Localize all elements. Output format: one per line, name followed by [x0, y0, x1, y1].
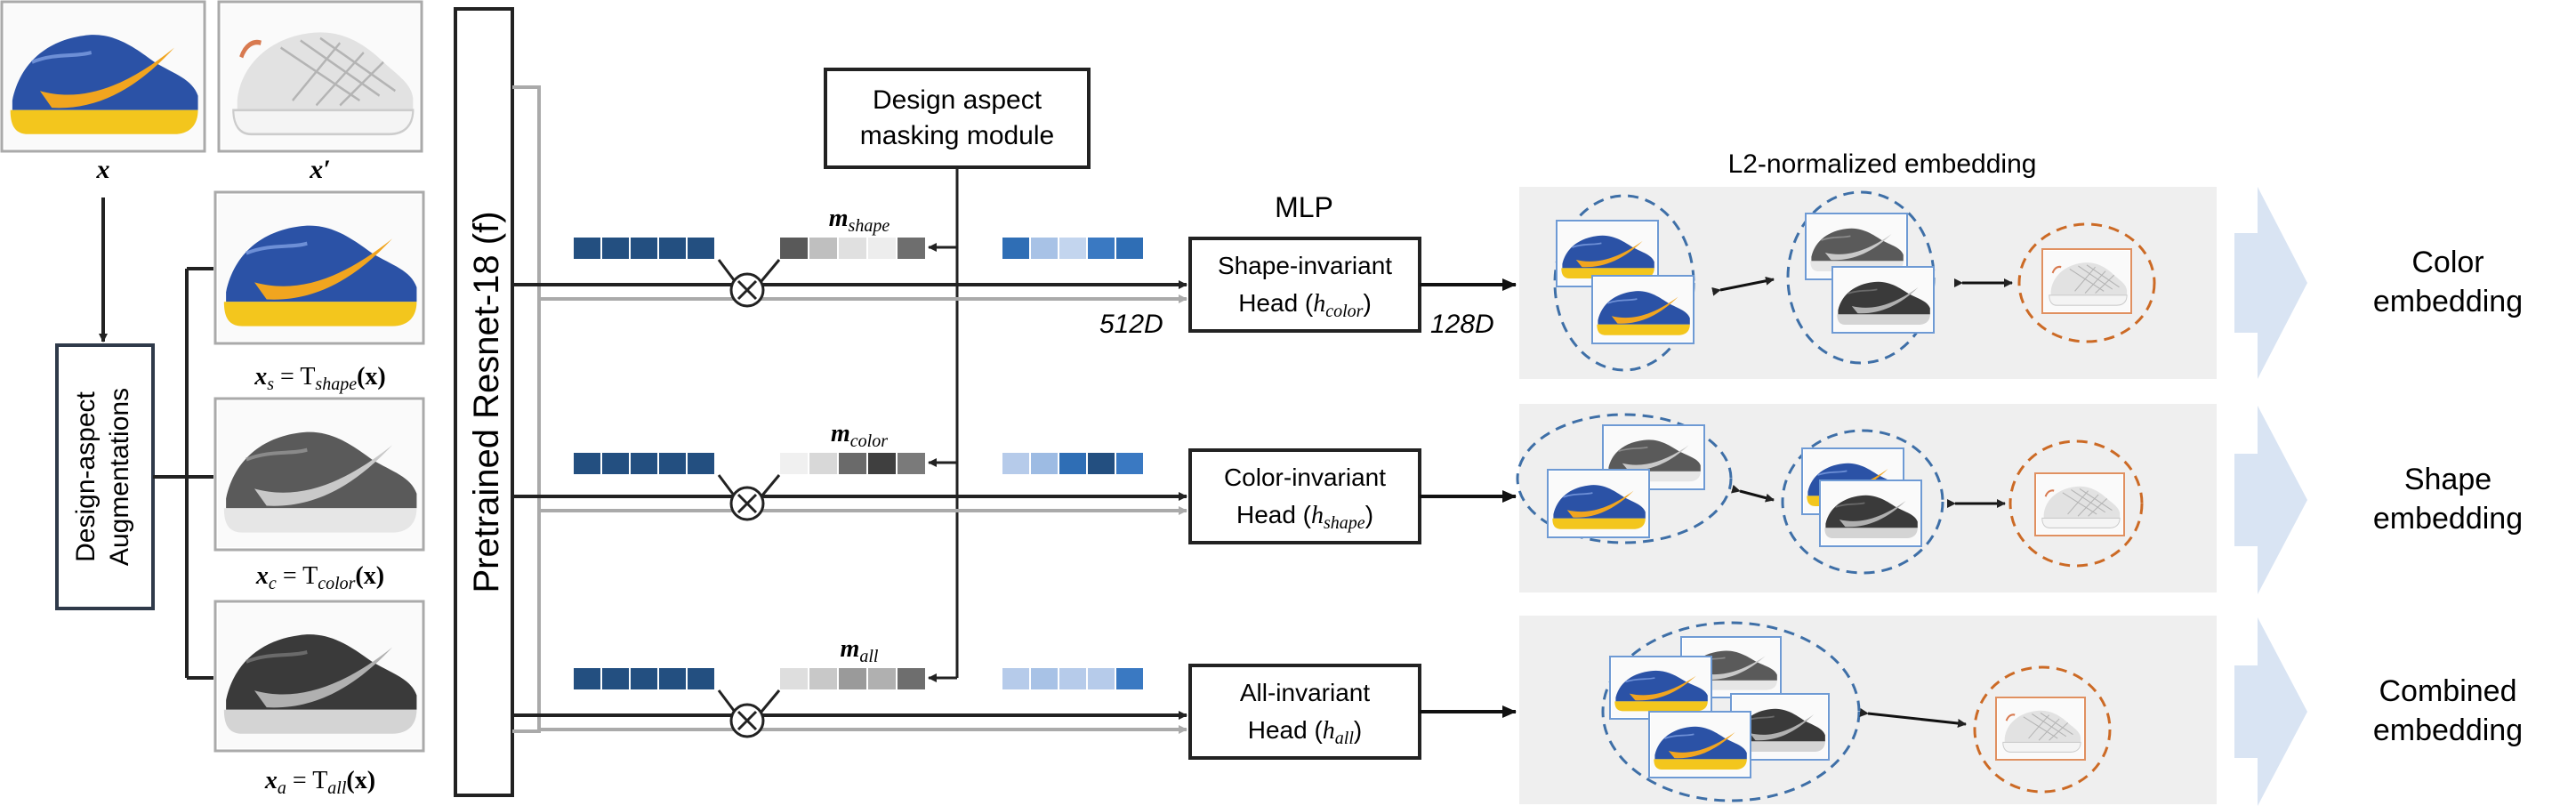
augmentation-bracket: [153, 267, 213, 680]
augmented-image-shape: [213, 190, 425, 345]
cluster-image: [1801, 447, 1922, 547]
head-color-line2: Head (hshape): [1236, 501, 1373, 533]
output-color-line1: Color: [2411, 246, 2483, 279]
mask-vector-color: [778, 451, 927, 476]
feature-vector-row1: [572, 236, 716, 261]
feat-to-mult-row1: [717, 259, 737, 282]
output-shape-line1: Shape: [2404, 463, 2491, 496]
label-x-prime: x′: [309, 155, 330, 184]
output-combined-line1: Combined: [2379, 674, 2517, 708]
label-x-all: xa = Tall(x): [264, 767, 375, 798]
head-all-line2: Head (hall): [1248, 716, 1363, 748]
mask-to-mult-row2: [760, 474, 781, 497]
output-combined-line2: embedding: [2373, 713, 2523, 747]
mask-to-mult-row3: [760, 689, 781, 713]
augmentation-line1: Design-aspect: [71, 391, 101, 561]
feature-vector-row2: [572, 451, 716, 476]
label-x: x: [96, 155, 110, 184]
multiply-op-row1: [729, 272, 765, 308]
masked-output-row1: [1001, 236, 1145, 261]
output-color-line2: embedding: [2373, 285, 2523, 318]
input-image-x-prime: [217, 0, 423, 153]
dim-label-512: 512D: [1099, 310, 1163, 339]
embedding-panel-color: [1519, 187, 2217, 379]
gray-bypass-line: [512, 85, 541, 733]
mask-to-mult-row1: [760, 259, 781, 282]
multiply-op-row3: [729, 703, 765, 738]
output-shape-line2: embedding: [2373, 502, 2523, 536]
label-x-shape: xs = Tshape(x): [254, 363, 386, 394]
cluster-image: [1547, 424, 1705, 538]
mask-vector-shape: [778, 236, 927, 261]
multiply-op-row2: [729, 486, 765, 521]
backbone-label: Pretrained Resnet-18 (f): [467, 211, 506, 592]
big-arrow-shape: [2234, 406, 2307, 594]
big-arrow-combined: [2234, 617, 2307, 806]
label-x-color: xc = Tcolor(x): [255, 562, 384, 593]
head-color-invariant: Color-invariant Head (hshape): [1188, 448, 1421, 544]
mask-label-color: mcolor: [831, 420, 888, 451]
masking-module-line1: Design aspect: [873, 85, 1042, 115]
feat-to-mult-row2: [717, 474, 737, 497]
embedding-panel-combined: [1519, 616, 2217, 804]
head-all-invariant: All-invariant Head (hall): [1188, 664, 1421, 760]
embedding-title: L2-normalized embedding: [1728, 149, 2037, 179]
head-all-line1: All-invariant: [1240, 679, 1370, 706]
masking-module-line2: masking module: [860, 121, 1054, 150]
masked-output-row3: [1001, 666, 1145, 691]
head-shape-invariant: Shape-invariant Head (hcolor): [1188, 237, 1421, 333]
augmented-image-color: [213, 397, 425, 552]
mlp-label: MLP: [1275, 191, 1333, 223]
cluster-image: [2034, 472, 2125, 536]
masking-module-box: Design aspect masking module: [824, 68, 1091, 169]
feat-to-mult-row3: [717, 689, 737, 713]
head-shape-line1: Shape-invariant: [1218, 252, 1392, 279]
embedding-panel-shape: [1516, 404, 2217, 592]
mask-label-shape: mshape: [829, 205, 890, 236]
augmentation-line2: Augmentations: [105, 388, 134, 566]
mask-vector-all: [778, 666, 927, 691]
mask-label-all: mall: [841, 635, 879, 666]
head-color-line1: Color-invariant: [1224, 463, 1386, 491]
cluster-image: [1805, 213, 1935, 334]
augmented-image-all: [213, 600, 425, 753]
cluster-image: [2041, 248, 2132, 314]
masked-output-row2: [1001, 451, 1145, 476]
dim-label-128: 128D: [1430, 310, 1494, 339]
input-image-x: [0, 0, 206, 153]
feature-vector-row3: [572, 666, 716, 691]
cluster-image: [1609, 636, 1830, 778]
cluster-image: [1556, 220, 1695, 344]
big-arrow-color: [2234, 187, 2307, 379]
backbone-box: Pretrained Resnet-18 (f): [454, 7, 514, 797]
cluster-image: [1995, 697, 2086, 761]
head-shape-line2: Head (hcolor): [1238, 289, 1372, 321]
augmentation-box: Design-aspect Augmentations: [55, 343, 155, 610]
